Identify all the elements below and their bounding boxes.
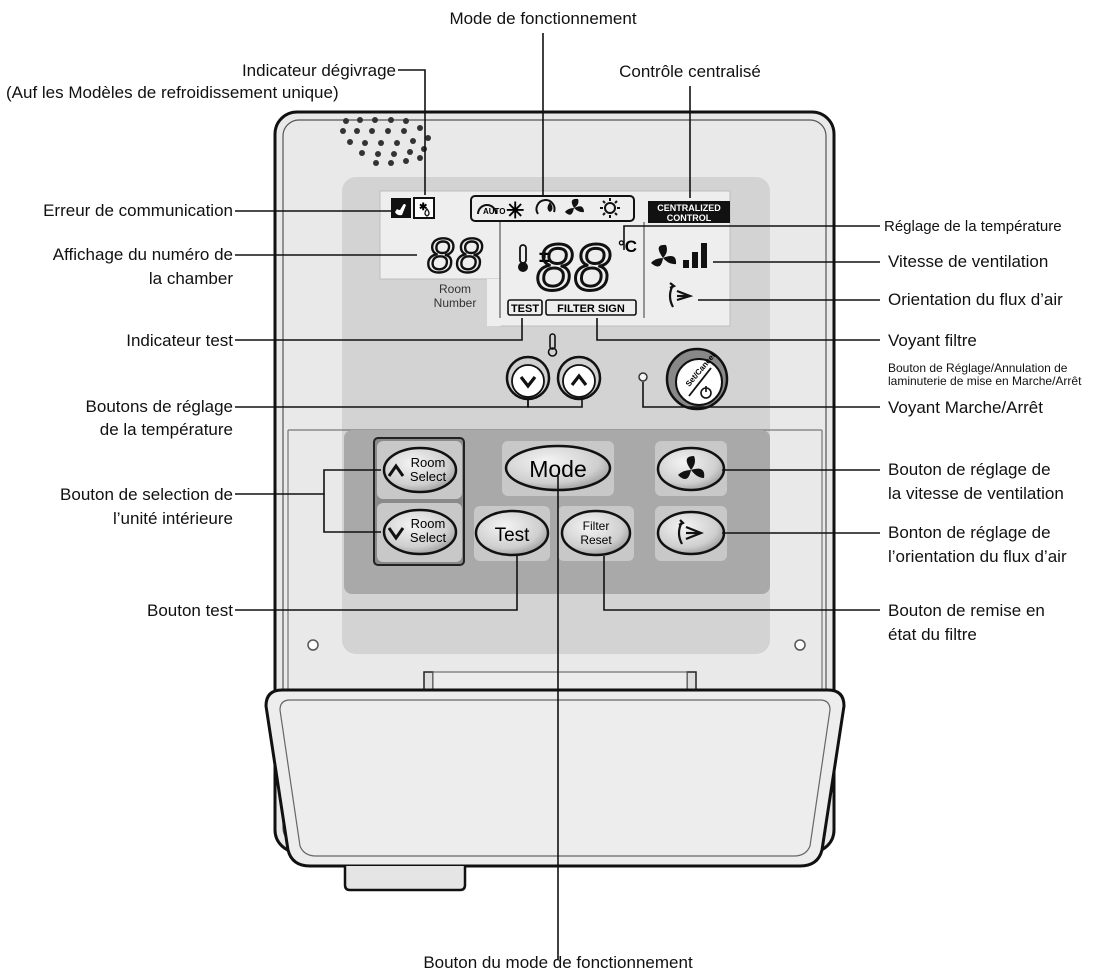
speaker-grille-icon bbox=[340, 117, 431, 166]
temp-up-button[interactable] bbox=[556, 355, 602, 401]
front-cover bbox=[264, 688, 846, 892]
label-indoor-unit-select-2: l’unité intérieure bbox=[112, 509, 233, 528]
thermometer-icon bbox=[518, 244, 528, 272]
label-central-control: Contrôle centralisé bbox=[619, 62, 761, 81]
label-temperature-setting: Réglage de la température bbox=[884, 218, 1062, 235]
label-power-lamp: Voyant Marche/Arrêt bbox=[888, 398, 1043, 417]
svg-text:AUTO: AUTO bbox=[483, 207, 506, 216]
temp-down-button[interactable] bbox=[505, 355, 551, 401]
label-test-indicator: Indicateur test bbox=[126, 331, 233, 350]
test-button[interactable]: Test bbox=[474, 506, 550, 561]
power-indicator-lamp bbox=[638, 372, 648, 382]
temperature-digits: 88 bbox=[536, 230, 611, 304]
svg-text:Select: Select bbox=[410, 530, 447, 545]
heat-mode-icon bbox=[600, 198, 620, 218]
mode-button[interactable]: Mode bbox=[502, 441, 614, 496]
label-fan-speed-button-2: la vitesse de ventilation bbox=[888, 484, 1064, 503]
filter-reset-button[interactable]: Filter Reset bbox=[558, 506, 634, 561]
svg-text:Room: Room bbox=[411, 516, 446, 531]
label-airflow-direction: Orientation du flux d’air bbox=[888, 290, 1063, 309]
label-set-cancel-button: Bouton de Réglage/Annulation de laminute… bbox=[888, 361, 1082, 388]
leader-lines bbox=[235, 33, 880, 960]
label-defrost-indicator-note: (Auf les Modèles de refroidissement uniq… bbox=[6, 83, 339, 102]
label-indoor-unit-select: Bouton de selection de bbox=[60, 485, 233, 504]
fan-speed-icon bbox=[651, 243, 707, 268]
label-room-number-display-2: la chamber bbox=[148, 269, 233, 288]
label-temperature-buttons: Boutons de réglage bbox=[85, 397, 233, 416]
centralized-control-indicator: CENTRALIZED CONTROL bbox=[648, 201, 730, 223]
celsius-unit: °C bbox=[618, 237, 637, 256]
label-test-button: Bouton test bbox=[146, 601, 233, 620]
label-communication-error: Erreur de communication bbox=[43, 201, 233, 220]
auto-mode-icon: AUTO bbox=[477, 204, 506, 216]
fan-mode-icon bbox=[565, 198, 584, 215]
svg-text:CONTROL: CONTROL bbox=[667, 213, 712, 223]
svg-text:Select: Select bbox=[410, 469, 447, 484]
svg-text:TEST: TEST bbox=[511, 303, 539, 315]
airflow-button-icon bbox=[677, 519, 704, 545]
svg-text:Filter: Filter bbox=[583, 519, 610, 533]
svg-text:✱: ✱ bbox=[419, 202, 428, 213]
screw-left-icon bbox=[307, 639, 319, 651]
label-filter-reset-button: Bouton de remise en bbox=[888, 601, 1045, 620]
cool-mode-icon: ✳ bbox=[506, 198, 524, 223]
svg-text:Room: Room bbox=[411, 455, 446, 470]
set-cancel-power-button[interactable]: Set/Cancel bbox=[665, 347, 729, 411]
test-indicator-tag: TEST bbox=[507, 299, 543, 316]
svg-text:Test: Test bbox=[495, 525, 531, 546]
label-defrost-indicator: Indicateur dégivrage bbox=[241, 61, 396, 80]
defrost-icon: ✱ bbox=[413, 197, 435, 219]
airflow-button[interactable] bbox=[655, 506, 727, 561]
fan-button-icon bbox=[678, 456, 705, 479]
label-fan-speed-button: Bouton de réglage de bbox=[888, 460, 1051, 479]
label-temperature-buttons-2: de la température bbox=[99, 420, 233, 439]
fan-speed-button[interactable] bbox=[655, 441, 727, 496]
room-select-down-button[interactable]: Room Select bbox=[377, 503, 462, 562]
svg-text:FILTER SIGN: FILTER SIGN bbox=[557, 303, 625, 315]
room-select-up-button[interactable]: Room Select bbox=[377, 441, 462, 499]
plus-sign-icon: ± bbox=[539, 245, 550, 267]
label-fan-speed: Vitesse de ventilation bbox=[888, 252, 1049, 271]
screw-right-icon bbox=[794, 639, 806, 651]
room-number-label: Room bbox=[439, 282, 471, 296]
label-filter-reset-button-2: état du filtre bbox=[888, 625, 977, 644]
filter-sign-tag: FILTER SIGN bbox=[545, 299, 637, 316]
airflow-direction-icon bbox=[668, 282, 694, 308]
svg-text:CENTRALIZED: CENTRALIZED bbox=[657, 203, 721, 213]
temperature-button-thermometer-icon bbox=[547, 333, 558, 357]
label-mode-button: Bouton du mode de fonctionnement bbox=[423, 953, 693, 972]
mode-icons-box: AUTO ✳ bbox=[470, 195, 635, 223]
dry-mode-icon bbox=[535, 199, 556, 215]
label-operation-mode: Mode de fonctionnement bbox=[449, 9, 637, 28]
room-number-digits: 88 bbox=[427, 230, 484, 283]
communication-error-icon bbox=[391, 198, 411, 218]
label-room-number-display: Affichage du numéro de bbox=[52, 245, 233, 264]
svg-text:Reset: Reset bbox=[580, 533, 612, 547]
label-airflow-button: Bonton de réglage de bbox=[888, 523, 1051, 542]
lcd-display: ✱ AUTO ✳ bbox=[379, 190, 731, 327]
label-airflow-button-2: l’orientation du flux d’air bbox=[888, 547, 1067, 566]
label-filter-lamp: Voyant filtre bbox=[888, 331, 977, 350]
room-number-label-2: Number bbox=[434, 296, 477, 310]
